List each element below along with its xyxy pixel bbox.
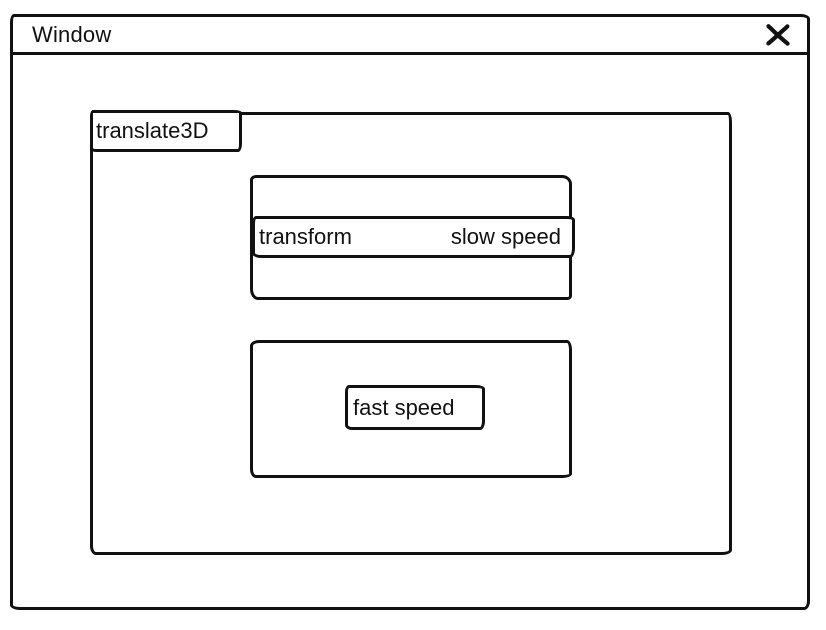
close-button[interactable] — [763, 21, 793, 49]
fast-speed-button[interactable]: fast speed — [345, 385, 485, 430]
window-title: Window — [32, 21, 112, 47]
transform-label: transform — [259, 224, 352, 249]
app-window: Window translate3D transform slow speed … — [10, 14, 810, 610]
transform-row[interactable]: transform slow speed — [252, 216, 575, 258]
slow-speed-label: slow speed — [450, 224, 561, 249]
title-bar: Window — [13, 17, 807, 55]
fast-speed-label: fast speed — [353, 394, 455, 420]
tab-translate3d[interactable]: translate3D — [90, 110, 242, 152]
close-icon — [766, 23, 790, 46]
tab-label: translate3D — [96, 118, 209, 143]
